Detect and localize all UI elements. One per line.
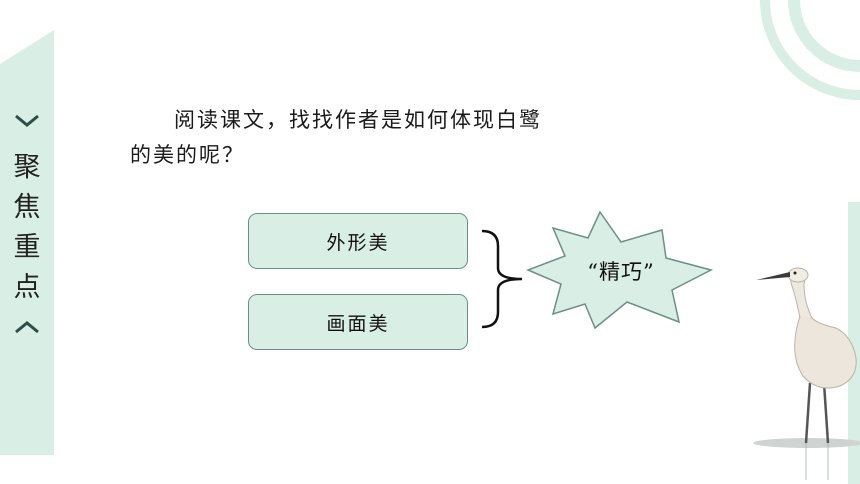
star-label: “精巧” [587,260,655,284]
star-burst-shape [525,210,714,330]
sidebar-title: 聚焦重点 [13,152,41,303]
chevron-up-icon [15,321,39,334]
box-label: 外形美 [326,231,390,254]
right-accent-bar [848,202,860,484]
decorative-arcs [760,0,860,100]
prompt-line-1: 阅读课文，找找作者是如何体现白鹭 [174,108,542,132]
box-scenery: 画面美 [248,294,468,350]
chevron-down-icon [15,114,39,127]
egret-illustration [753,267,860,480]
sidebar-panel [0,30,54,455]
prompt-text: 阅读课文，找找作者是如何体现白鹭 的美的呢？ [130,103,670,173]
prompt-line-2: 的美的呢？ [130,143,245,167]
box-appearance: 外形美 [248,213,468,269]
right-brace-icon [481,229,523,329]
box-label: 画面美 [326,312,390,335]
